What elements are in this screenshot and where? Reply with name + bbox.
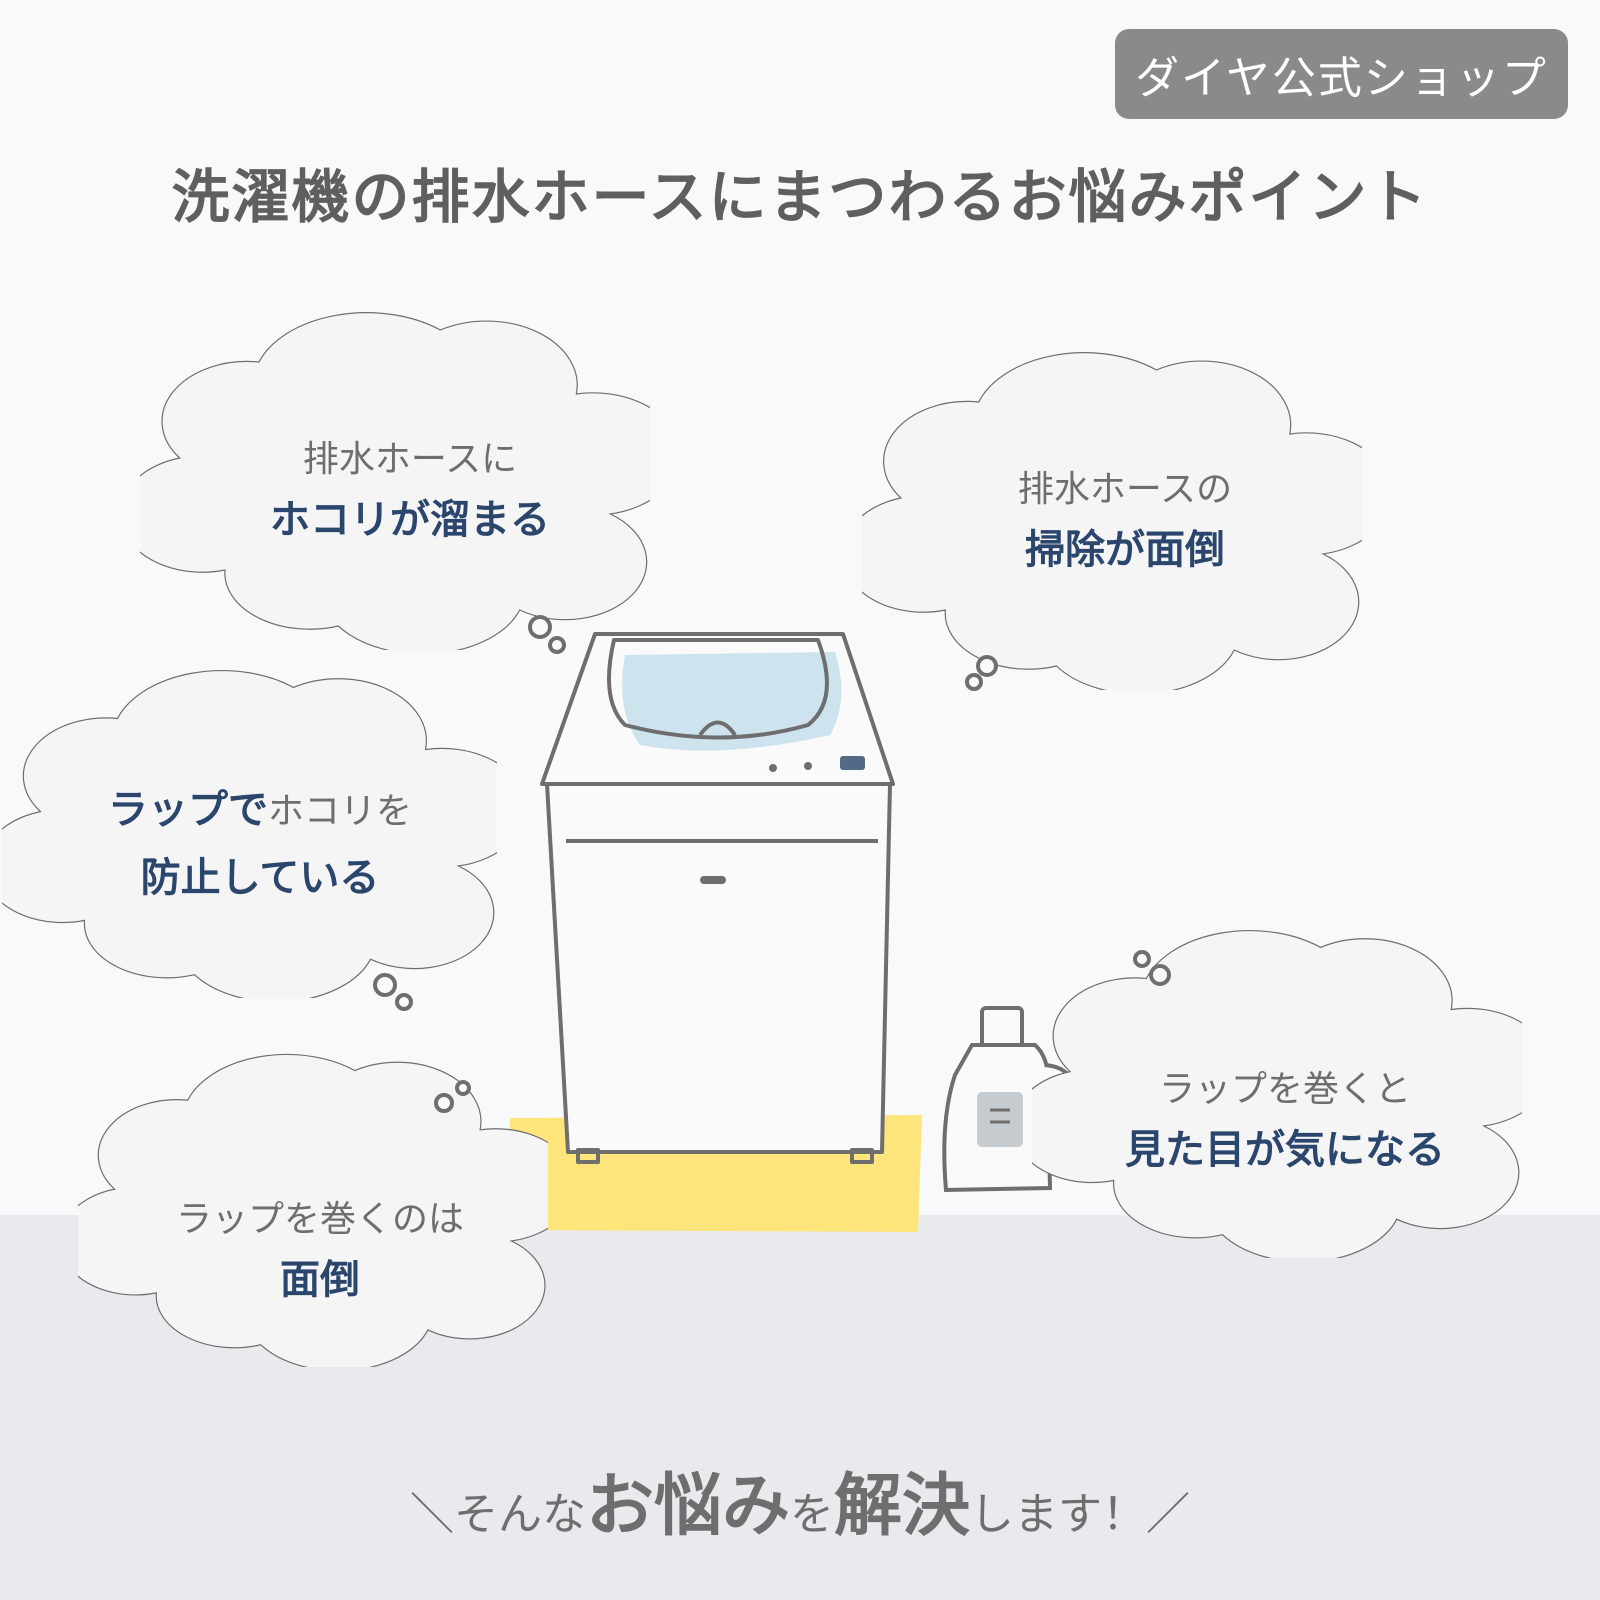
- footer-text-c: を: [790, 1489, 834, 1540]
- washing-machine-icon: [540, 632, 895, 1164]
- cloud-3-line1: ホコリを: [267, 791, 412, 832]
- footer-message: ＼そんなお悩みを解決します！／: [0, 1450, 1600, 1549]
- cloud-4-line1: ラップを巻くのは: [175, 1199, 464, 1240]
- footer-text-b: お悩み: [585, 1467, 790, 1546]
- cloud-1-text: 排水ホースに ホコリが溜まる: [205, 430, 615, 550]
- cloud-1-line1: 排水ホースに: [302, 439, 518, 480]
- shop-badge: ダイヤ公式ショップ: [1115, 29, 1568, 119]
- cloud-3-line2: 防止している: [140, 855, 380, 901]
- cloud-2-line2: 掃除が面倒: [1025, 527, 1225, 573]
- footer-slash-close: ／: [1146, 1489, 1191, 1540]
- footer-slash-open: ＼: [409, 1489, 454, 1540]
- cloud-4-line2: 面倒: [280, 1257, 360, 1303]
- page-title: 洗濯機の排水ホースにまつわるお悩みポイント: [171, 163, 1429, 231]
- cloud-2-text: 排水ホースの 掃除が面倒: [920, 460, 1330, 580]
- footer-text-d: 解決: [834, 1467, 971, 1546]
- control-button: [840, 756, 865, 770]
- thought-bubbles: [373, 615, 1171, 1113]
- footer-text-e: します！: [970, 1489, 1147, 1540]
- cloud-5-line2: 見た目が気になる: [1125, 1127, 1445, 1173]
- cloud-4-text: ラップを巻くのは 面倒: [115, 1190, 525, 1310]
- cloud-3-text: ラップでホコリを 防止している: [55, 780, 465, 908]
- cloud-5-line1: ラップを巻くと: [1158, 1069, 1411, 1110]
- footer-text-a: そんな: [453, 1489, 586, 1540]
- cloud-3-line1-bold: ラップで: [107, 787, 268, 833]
- cloud-2-line1: 排水ホースの: [1017, 469, 1233, 510]
- cloud-1-line2: ホコリが溜まる: [270, 497, 550, 543]
- cloud-5-text: ラップを巻くと 見た目が気になる: [1080, 1060, 1490, 1180]
